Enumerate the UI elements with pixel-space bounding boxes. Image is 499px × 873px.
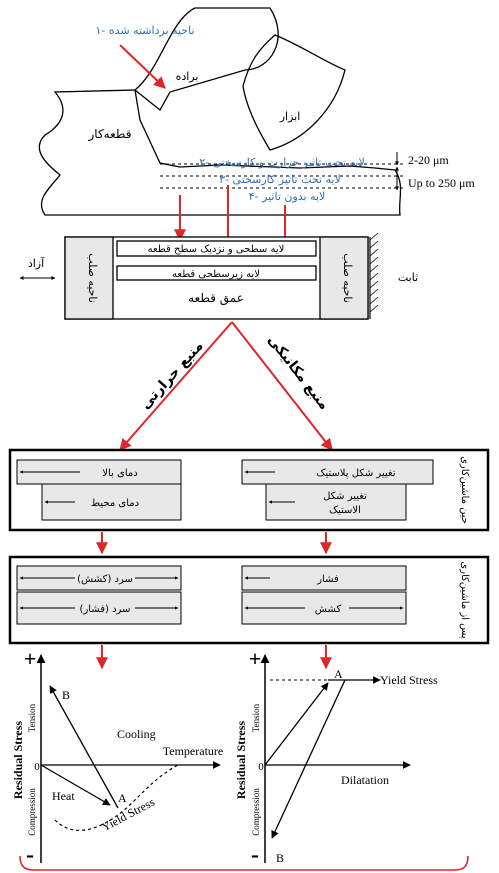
right-ylabel: Residual Stress <box>234 721 248 799</box>
right-plus: + <box>249 646 262 671</box>
during-mech-top-label: تغییر شکل پلاستیک <box>316 468 395 479</box>
right-load-line <box>264 682 329 766</box>
layer4-label: ۴- لایه بدون تاثیر <box>249 190 326 203</box>
left-heat-line <box>40 764 111 806</box>
left-minus: - <box>26 842 34 868</box>
left-heat: Heat <box>52 789 75 803</box>
hatch-mark <box>369 304 379 313</box>
tool-outline <box>242 34 346 151</box>
removed-zone-arrow <box>119 44 166 89</box>
mechanical-source-label: منبع مکانیکی <box>264 332 332 413</box>
dim1-label: 2-20 μm <box>408 153 449 167</box>
layer2-label: ۲- لایه تحت تاثیر حرارت و کارسختی <box>199 156 365 169</box>
hatch-mark <box>369 296 379 305</box>
chip-outline <box>133 7 279 111</box>
fixed-hatch <box>369 232 379 313</box>
workpiece-label: قطعه‌کار <box>88 127 132 142</box>
left-compression: Compression <box>27 788 37 836</box>
after-thermal-bottom-label: سرد (فشار) <box>80 604 131 615</box>
surface-layer-box <box>116 240 317 257</box>
hatch-mark <box>369 240 379 249</box>
tool-label: ابزار <box>279 110 301 123</box>
subsurface-layer-box <box>116 265 317 281</box>
fixed-label: ثابت <box>398 271 418 284</box>
workpiece-outline <box>38 89 402 216</box>
left-plus: + <box>24 646 37 671</box>
after-mech-top-label: فشار <box>316 574 339 585</box>
removed-zone-label: ۱- ناحیه برداشته شده <box>95 24 194 37</box>
surface-layer-label: لایه سطحی و نزدیک سطح قطعه <box>148 244 285 255</box>
right-xlabel: Dilatation <box>341 773 389 787</box>
during-mech-bottom-label-2: الاستیک <box>329 505 361 516</box>
mechanical-source-arrow <box>231 321 333 451</box>
right-tension: Tension <box>251 703 261 732</box>
left-tension: Tension <box>27 703 37 732</box>
free-label: آزاد <box>28 256 45 270</box>
hatch-mark <box>369 280 379 289</box>
right-A: A <box>334 667 343 681</box>
after-thermal-top-mask <box>75 570 135 585</box>
during-mech-bottom-label-1: تغییر شکل <box>323 491 367 502</box>
left-cooling: Cooling <box>117 727 156 741</box>
depth-label: عمق قطعه <box>188 291 244 306</box>
left-yield-curve <box>54 764 179 831</box>
left-A: A <box>118 791 127 805</box>
after-label: پس از ماشین‌کاری <box>459 561 470 639</box>
dim2-label: Up to 250 μm <box>408 176 475 190</box>
layer3-label: ۳- لایه تحت تاثیر کارسختی <box>219 173 341 186</box>
right-minus: - <box>251 842 259 868</box>
rigid-left-zone <box>64 236 114 320</box>
thermal-source-arrow <box>119 321 233 451</box>
left-zero: 0 <box>34 761 40 773</box>
during-label: حین ماشین‌کاری <box>459 456 470 524</box>
rigid-right-label: ناحیه صلب <box>341 253 354 303</box>
right-plot: + - 0 Residual Stress Tension Compressio… <box>234 646 438 868</box>
during-thermal-top <box>16 459 182 485</box>
after-mech-bottom-mask <box>305 600 349 615</box>
hatch-mark <box>369 264 379 273</box>
after-mech-bottom-label: کشش <box>315 604 342 615</box>
rigid-left-label: ناحیه صلب <box>86 253 99 303</box>
subsurface-layer-label: لایه زیرسطحی قطعه <box>172 269 260 280</box>
during-thermal-bottom-label: دمای محیط <box>91 498 139 509</box>
chip-label: براده <box>176 70 199 83</box>
after-thermal-bottom-mask <box>75 600 135 615</box>
left-B: B <box>62 688 70 702</box>
after-thermal-top-label: سرد (کشش) <box>77 574 133 585</box>
right-compression: Compression <box>251 788 261 836</box>
right-zero: 0 <box>258 761 264 773</box>
left-cooling-line <box>49 685 119 809</box>
hatch-mark <box>369 288 379 297</box>
right-B: B <box>276 851 284 865</box>
hatch-mark <box>369 256 379 265</box>
left-plot: + - 0 Residual Stress Tension Compressio… <box>11 646 223 868</box>
hatch-mark <box>369 232 379 241</box>
right-unload-line <box>271 679 346 839</box>
during-thermal-top-label: دمای بالا <box>102 468 137 479</box>
hatch-mark <box>369 248 379 257</box>
rigid-right-zone <box>319 236 369 320</box>
left-xlabel: Temperature <box>163 744 223 758</box>
left-ylabel: Residual Stress <box>11 721 25 799</box>
left-yield: Yield Stress <box>99 795 157 835</box>
hatch-mark <box>369 272 379 281</box>
right-yield: Yield Stress <box>380 673 438 687</box>
thermal-source-label: منبع حرارتی <box>137 338 206 412</box>
bottom-brace <box>19 855 469 871</box>
